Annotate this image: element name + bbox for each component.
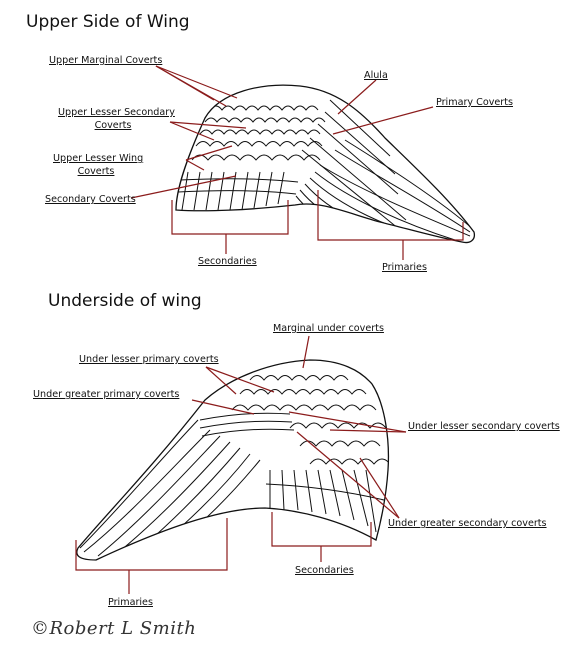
label-secondary-coverts: Secondary Coverts [45,194,136,205]
underside-wing-title: Underside of wing [48,291,202,311]
label-under-greater-primary-coverts: Under greater primary coverts [33,389,180,400]
label-upper-lesser-wing-coverts-line2: Coverts [77,166,115,177]
under-wing-drawing [76,359,390,561]
label-upper-marginal-coverts: Upper Marginal Coverts [49,55,163,66]
label-upper-lesser-secondary-coverts-line2: Coverts [94,120,132,131]
label-alula: Alula [364,70,388,81]
under-leader-lines [75,335,407,594]
label-upper-lesser-wing-coverts: Upper Lesser Wing Coverts [53,152,144,178]
label-under-greater-secondary-coverts: Under greater secondary coverts [388,518,547,529]
label-upper-primaries: Primaries [382,262,427,273]
label-upper-secondaries: Secondaries [198,256,257,267]
label-upper-lesser-secondary-coverts-line1: Upper Lesser Secondary [58,107,175,118]
upper-wing-drawing [175,84,476,244]
upper-leader-lines [130,65,464,260]
label-under-secondaries: Secondaries [295,565,354,576]
label-under-primaries: Primaries [108,597,153,608]
upper-wing-title: Upper Side of Wing [26,12,190,32]
label-under-lesser-secondary-coverts: Under lesser secondary coverts [408,421,560,432]
label-upper-lesser-wing-coverts-line1: Upper Lesser Wing [53,153,144,164]
label-upper-lesser-secondary-coverts: Upper Lesser Secondary Coverts [58,106,175,132]
label-primary-coverts: Primary Coverts [436,97,513,108]
copyright-signature: ©Robert L Smith [31,618,197,639]
label-under-lesser-primary-coverts: Under lesser primary coverts [79,354,219,365]
label-marginal-under-coverts: Marginal under coverts [273,323,384,334]
